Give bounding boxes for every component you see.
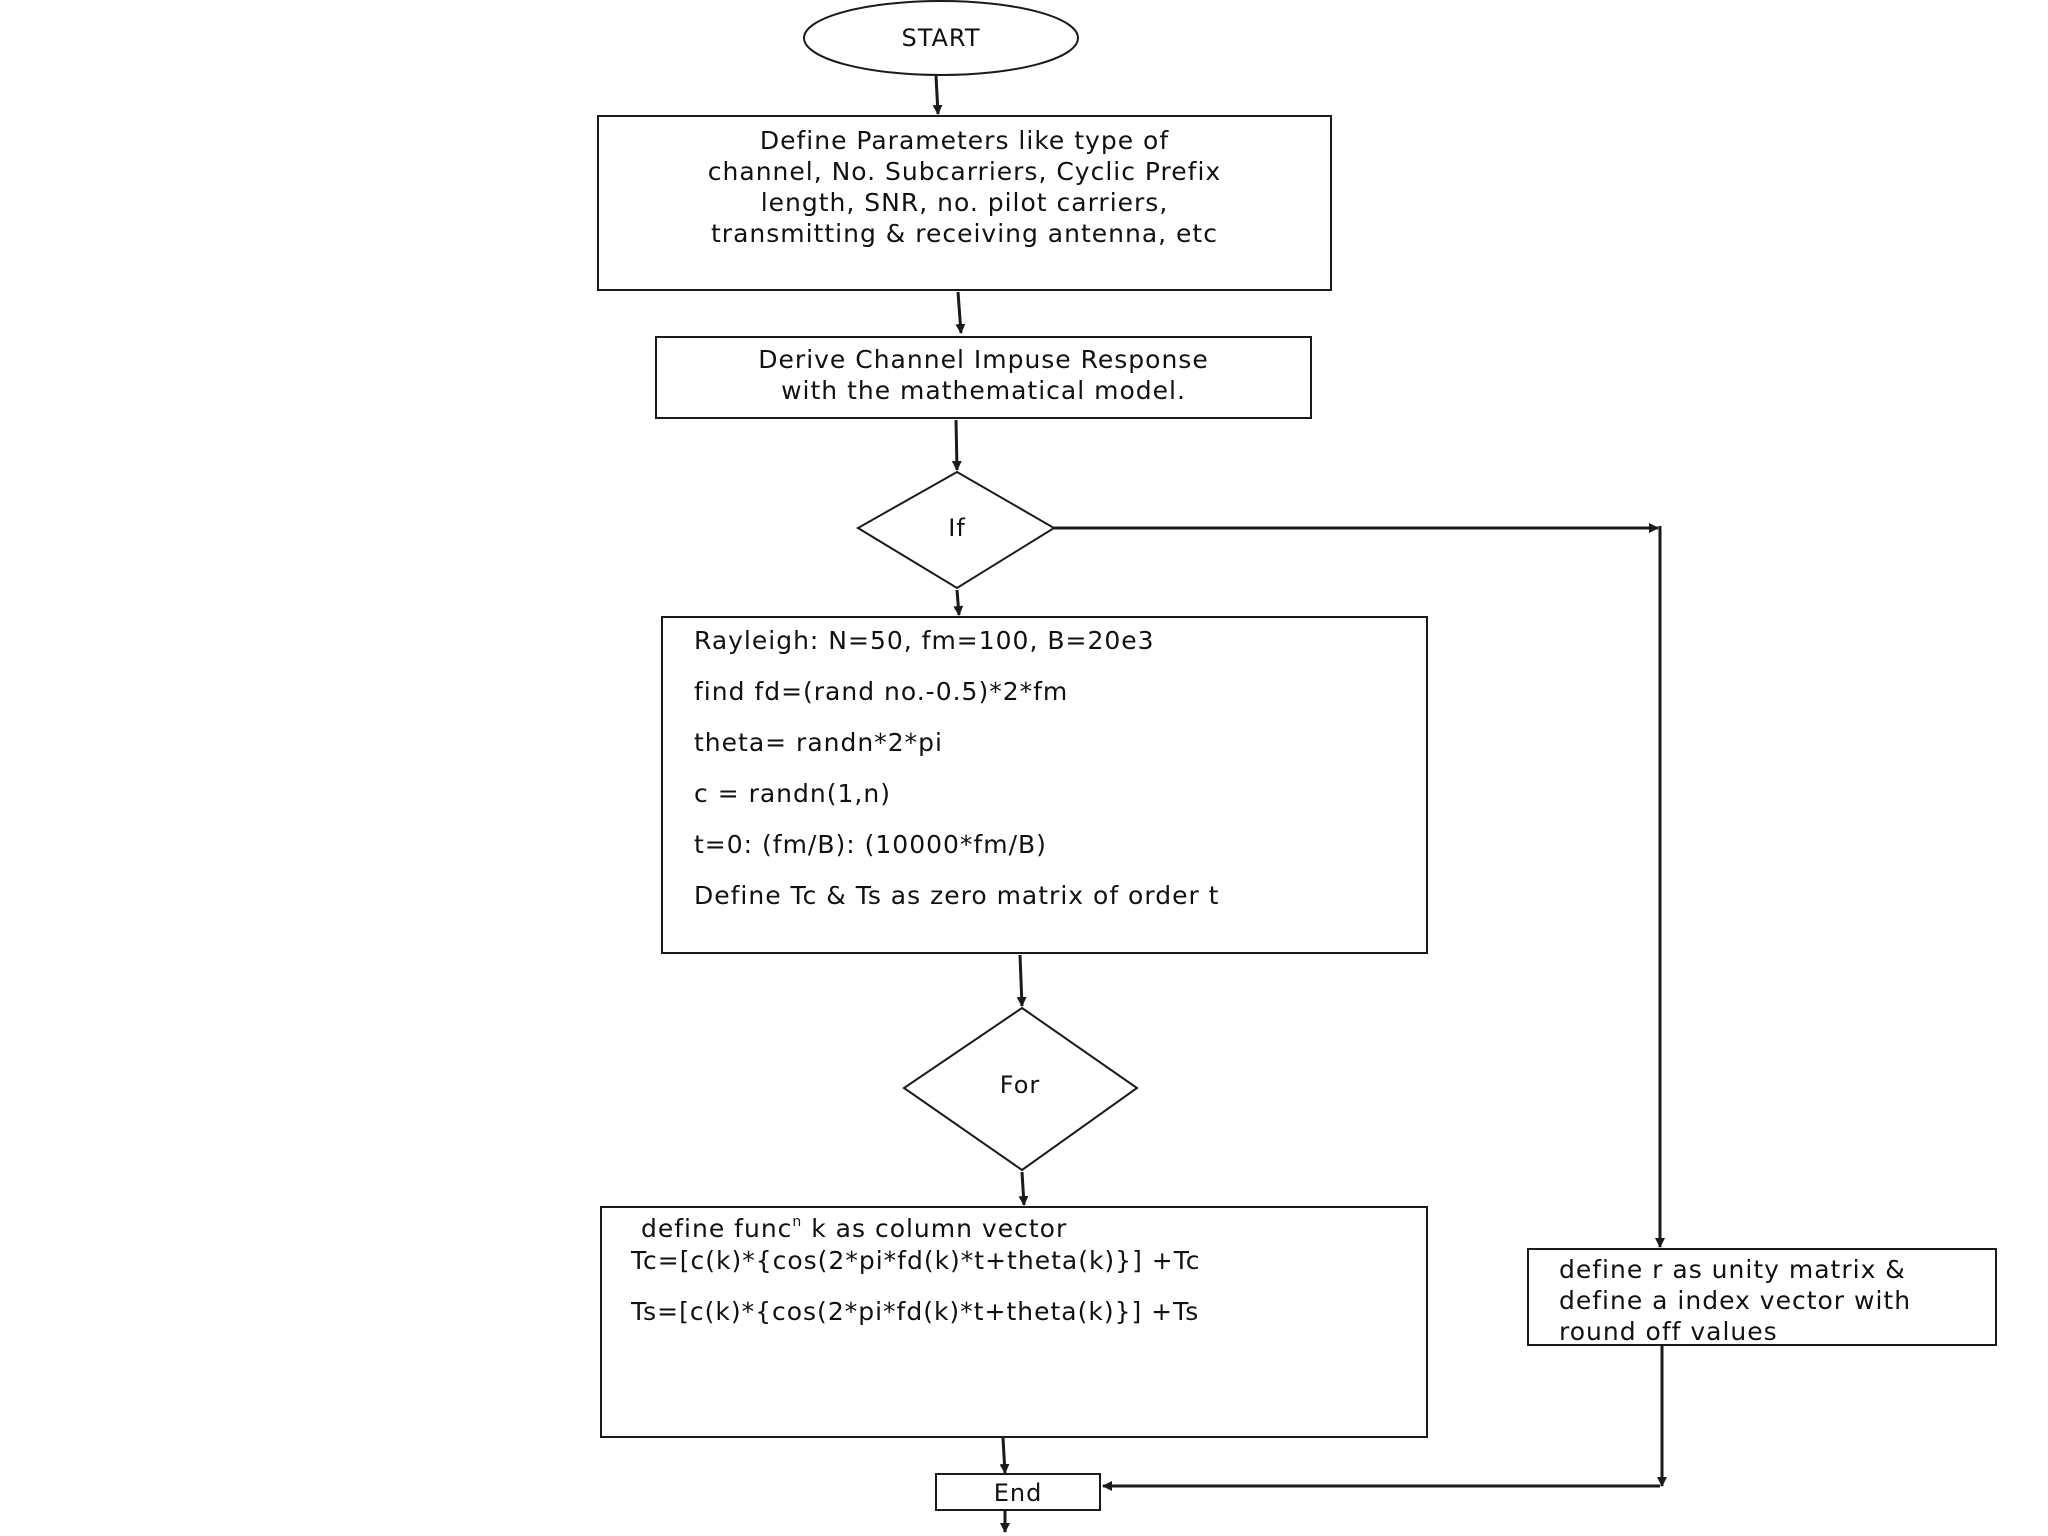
start-label: START — [901, 24, 981, 52]
arrow-rayleigh-to-for — [1016, 954, 1027, 1007]
rayleigh-line-3: theta= randn*2*pi — [694, 728, 943, 757]
rayleigh-box: Rayleigh: N=50, fm=100, B=20e3 find fd=(… — [661, 616, 1428, 954]
arrow-if-to-rayleigh — [953, 589, 964, 616]
loop-body-box: define funcn k as column vector Tc=[c(k)… — [600, 1206, 1428, 1438]
for-diamond — [902, 1006, 1139, 1172]
loop-line-1-prefix: define func — [641, 1214, 793, 1243]
arrow-start-to-params — [932, 75, 943, 115]
define-params-line-2: channel, No. Subcarriers, Cyclic Prefix — [707, 157, 1222, 186]
derive-line-2: with the mathematical model. — [781, 376, 1186, 405]
end-label: End — [993, 1479, 1043, 1507]
end-box: End — [935, 1473, 1101, 1511]
loop-line-1: define funcn k as column vector — [641, 1213, 1067, 1244]
loop-line-1-superscript: n — [792, 1213, 803, 1230]
define-params-line-3: length, SNR, no. pilot carriers, — [760, 188, 1169, 217]
loop-ts-formula: Ts=[c(k)*{cos(2*pi*fd(k)*t+theta(k)}] +T… — [631, 1297, 1200, 1326]
derive-channel-box: Derive Channel Impuse Response with the … — [655, 336, 1312, 419]
define-parameters-box: Define Parameters like type of channel, … — [597, 115, 1332, 291]
arrow-loop-to-end — [999, 1437, 1010, 1474]
if-label: If — [948, 514, 966, 542]
arrow-params-to-derive — [955, 291, 966, 334]
loop-line-1-suffix: k as column vector — [802, 1214, 1068, 1243]
for-label: For — [999, 1071, 1041, 1099]
else-line-1: define r as unity matrix & — [1559, 1255, 1906, 1284]
rayleigh-line-1: Rayleigh: N=50, fm=100, B=20e3 — [694, 626, 1155, 655]
if-node: If — [900, 512, 1014, 546]
arrow-for-to-loop — [1018, 1171, 1029, 1206]
loop-tc-formula: Tc=[c(k)*{cos(2*pi*fd(k)*t+theta(k)}] +T… — [631, 1246, 1201, 1275]
start-ellipse — [803, 0, 1079, 76]
else-line-3: round off values — [1559, 1317, 1778, 1344]
start-node: START — [804, 1, 1078, 75]
define-params-line-1: Define Parameters like type of — [759, 126, 1170, 155]
if-diamond — [856, 470, 1056, 590]
else-branch-box: define r as unity matrix & define a inde… — [1527, 1248, 1997, 1346]
for-node: For — [960, 1069, 1080, 1103]
rayleigh-line-5: t=0: (fm/B): (10000*fm/B) — [694, 830, 1047, 859]
define-params-line-4: transmitting & receiving antenna, etc — [711, 219, 1218, 248]
rayleigh-line-2: find fd=(rand no.-0.5)*2*fm — [694, 677, 1069, 706]
rayleigh-line-4: c = randn(1,n) — [694, 779, 891, 808]
arrow-derive-to-if — [951, 419, 962, 471]
derive-line-1: Derive Channel Impuse Response — [758, 345, 1209, 374]
else-line-2: define a index vector with — [1559, 1286, 1912, 1315]
rayleigh-line-6: Define Tc & Ts as zero matrix of order t — [694, 881, 1220, 910]
